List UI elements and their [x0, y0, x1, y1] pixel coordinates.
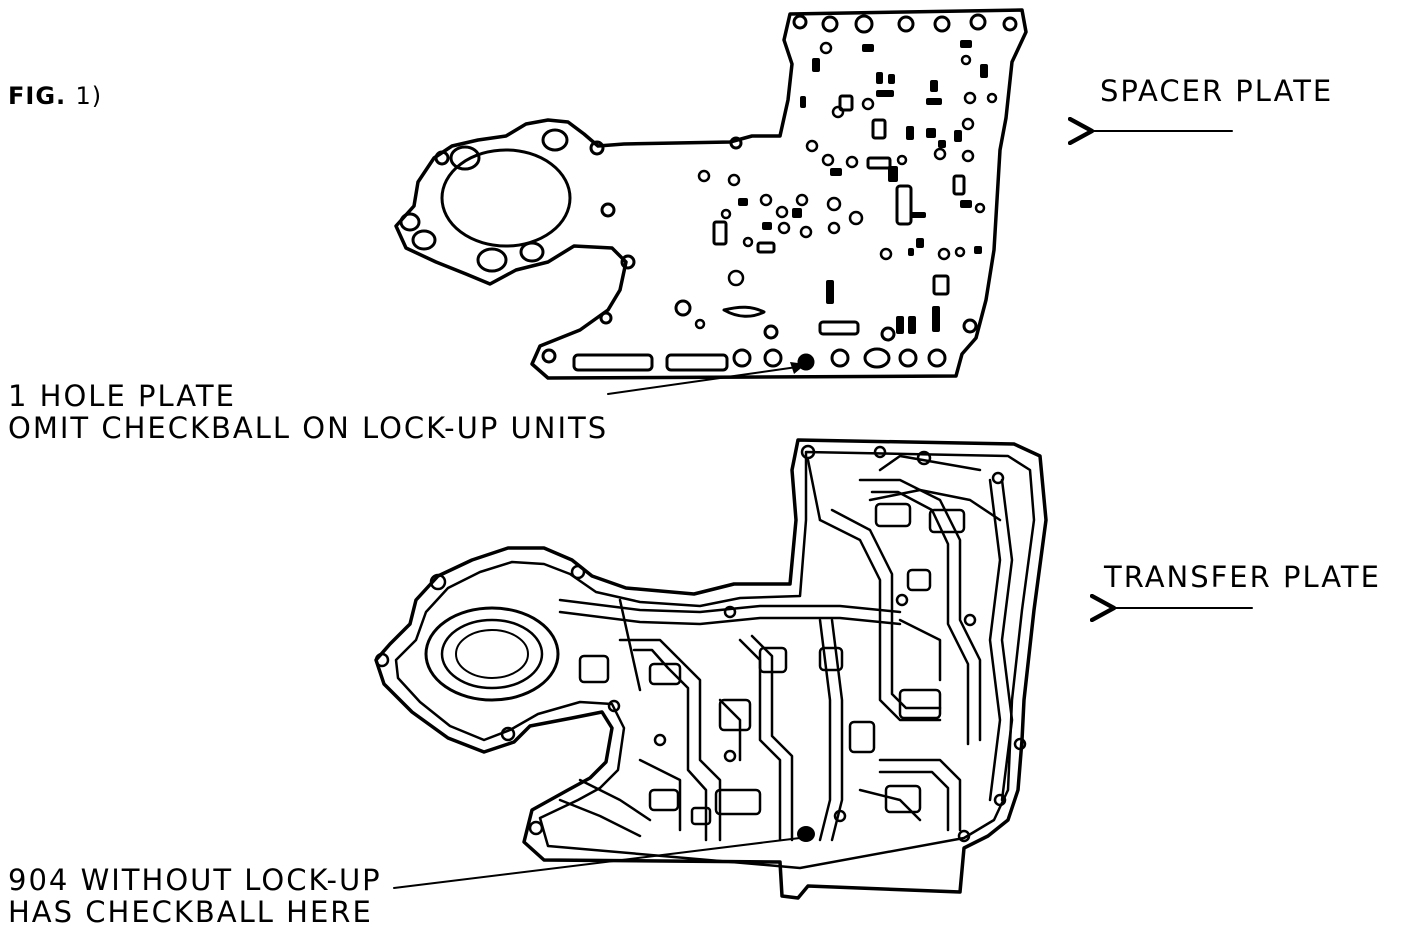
spacer-plate-slots	[572, 94, 966, 372]
transfer-plate-bolt-bosses	[374, 444, 1027, 843]
transfer-plate-checkball	[797, 826, 815, 842]
transfer-plate-pump-bore-inner	[440, 618, 544, 690]
spacer-plate-large-opening	[440, 148, 572, 248]
spacer-plate-label: SPACER PLATE	[1100, 74, 1334, 108]
transfer-plate-outline	[374, 438, 1048, 900]
spacer-plate-bolt-holes	[399, 13, 1018, 371]
checkball-note-line1: 904 WITHOUT LOCK-UP	[8, 863, 382, 897]
one-hole-leader-arrowhead	[790, 362, 806, 374]
spacer-plate-outline	[394, 8, 1028, 380]
checkball-note-line2: HAS CHECKBALL HERE	[8, 895, 373, 929]
transfer-plate-pockets	[578, 502, 966, 826]
transfer-plate-pump-bore	[424, 606, 560, 702]
transfer-plate-channels	[558, 454, 1014, 842]
one-hole-note-line2: OMIT CHECKBALL ON LOCK-UP UNITS	[8, 411, 609, 445]
spacer-plate-drawing	[394, 8, 1028, 380]
figure-number: 1)	[75, 82, 103, 110]
spacer-plate-small-holes	[738, 40, 988, 334]
checkball-leader-line	[393, 837, 801, 889]
one-hole-note-line1: 1 HOLE PLATE	[8, 379, 236, 413]
figure-label: FIG. 1)	[8, 80, 102, 112]
transfer-plate-label: TRANSFER PLATE	[1104, 560, 1381, 594]
transfer-plate-pump-bore-center	[455, 629, 529, 679]
figure-label-text: FIG.	[8, 82, 67, 110]
transfer-plate-drawing	[374, 438, 1048, 900]
transfer-plate-inner-rim	[394, 450, 1036, 870]
one-hole-leader-line	[607, 365, 805, 395]
spacer-plate-round-holes	[694, 41, 998, 330]
